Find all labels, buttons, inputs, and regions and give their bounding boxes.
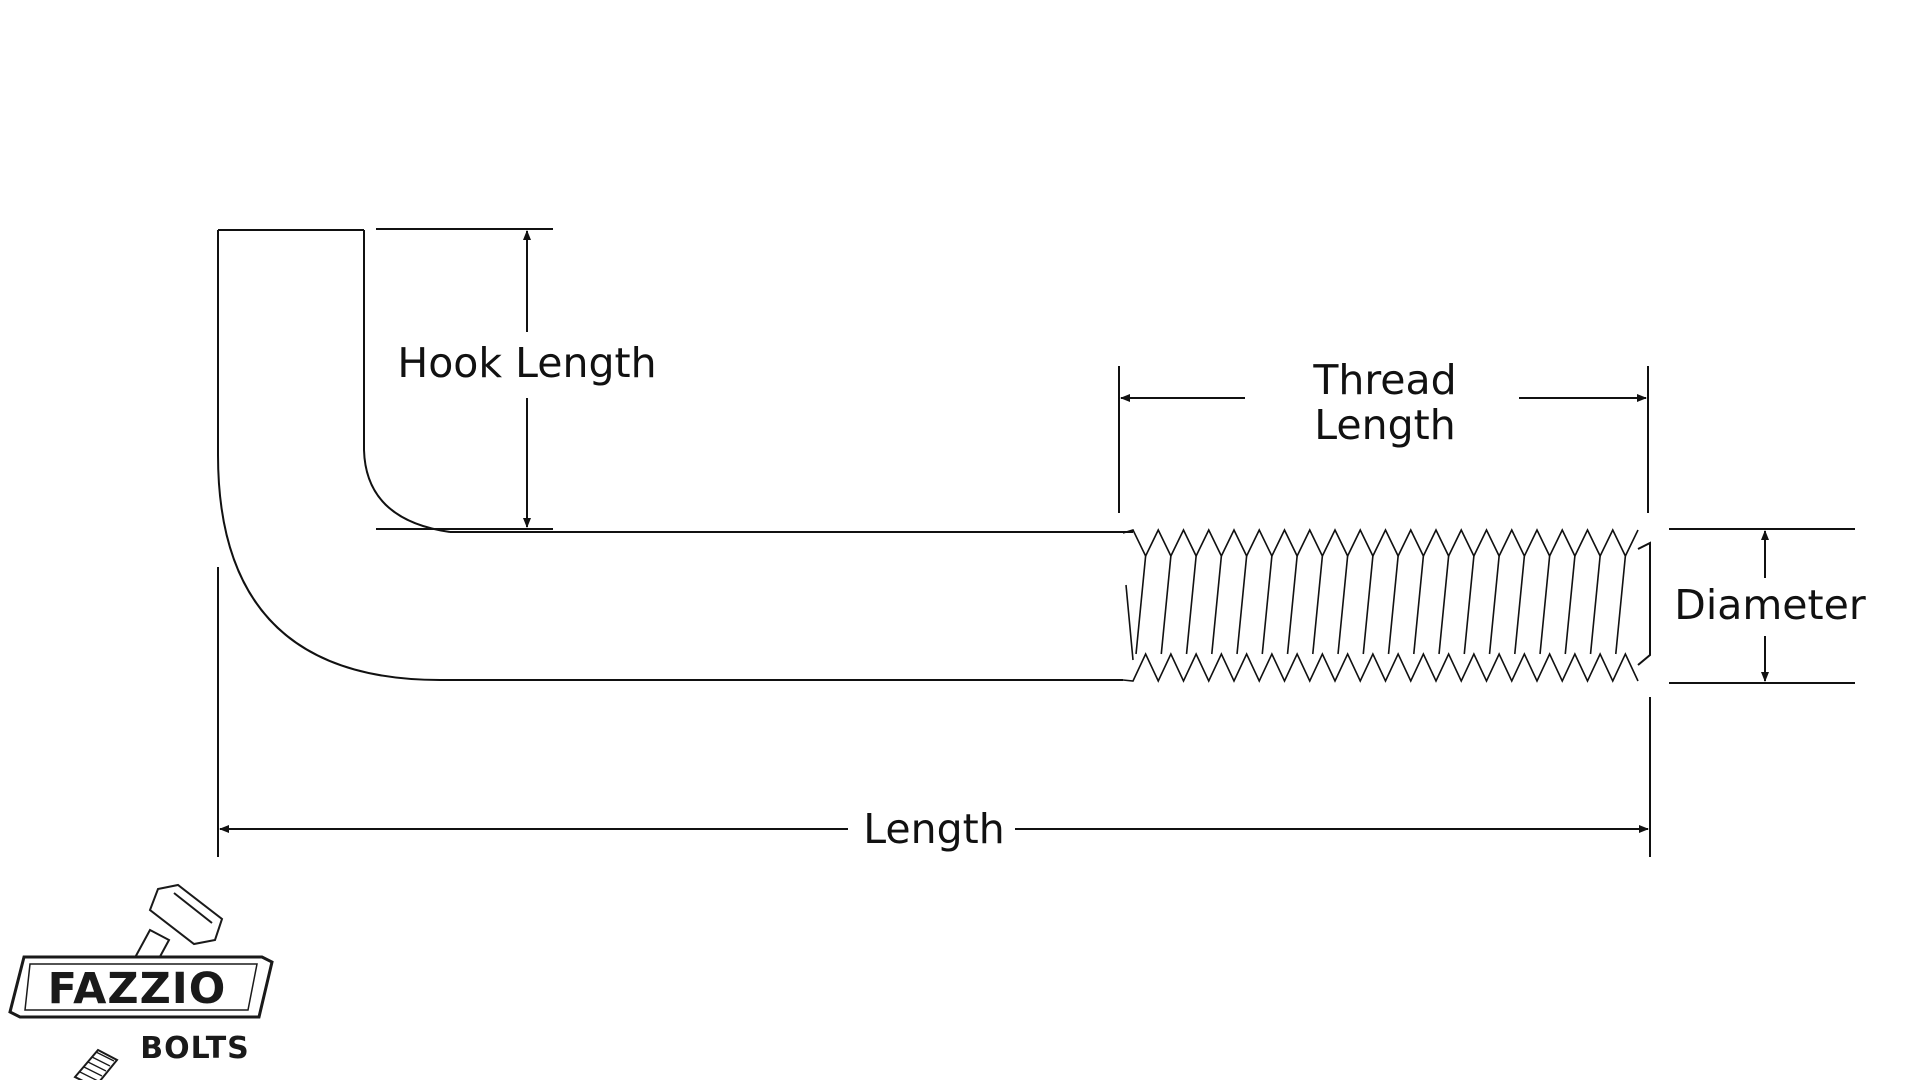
thread-end-chamfer bbox=[1637, 541, 1651, 666]
thread-helix-line bbox=[1614, 555, 1627, 655]
thread-helix-line bbox=[1488, 555, 1500, 655]
fazzio-bolts-logo: FAZZIO BOLTS bbox=[8, 883, 274, 1080]
thread-helix-line bbox=[1387, 555, 1399, 655]
thread-helix-line bbox=[1564, 555, 1576, 655]
thread-helix-line bbox=[1412, 555, 1425, 655]
logo-sub-text: BOLTS bbox=[140, 1031, 250, 1066]
hook-length-dimension bbox=[376, 228, 553, 530]
thread-helix-line bbox=[1135, 555, 1147, 655]
thread-helix-line bbox=[1236, 555, 1248, 655]
outer-bend-curve bbox=[217, 454, 441, 681]
hook-length-label: Hook Length bbox=[397, 339, 656, 387]
thread-helix-line bbox=[1539, 555, 1551, 655]
diameter-label: Diameter bbox=[1674, 581, 1866, 629]
thread-helix-line bbox=[1185, 555, 1197, 655]
thread-helix-line bbox=[1337, 555, 1349, 655]
thread-helix-line bbox=[1311, 555, 1324, 655]
thread-helix-line bbox=[1210, 555, 1223, 655]
thread-helix-line bbox=[1160, 555, 1172, 655]
thread-helix-line bbox=[1362, 555, 1374, 655]
diameter-dimension bbox=[1669, 528, 1855, 684]
thread-helix-line bbox=[1438, 555, 1450, 655]
logo-brand-text: FAZZIO bbox=[48, 964, 227, 1014]
thread-top-profile bbox=[1122, 528, 1639, 558]
thread-length-label-line2: Length bbox=[1314, 401, 1455, 449]
length-label: Length bbox=[863, 805, 1004, 853]
thread-length-dimension bbox=[1118, 366, 1649, 513]
thread-pattern bbox=[1122, 528, 1639, 683]
thread-helix-line bbox=[1513, 555, 1526, 655]
inner-bend-curve bbox=[363, 449, 451, 533]
thread-bottom-profile bbox=[1122, 652, 1639, 683]
thread-helix-line bbox=[1286, 555, 1298, 655]
thread-helix-line bbox=[1463, 555, 1475, 655]
thread-length-label-line1: Thread bbox=[1312, 356, 1456, 404]
logo-banner bbox=[8, 955, 274, 1019]
length-dimension bbox=[217, 567, 1651, 857]
thread-helix-line bbox=[1261, 555, 1273, 655]
thread-helix-line bbox=[1125, 584, 1134, 661]
thread-helix-line bbox=[1589, 555, 1601, 655]
bolt-outline bbox=[217, 229, 1651, 681]
